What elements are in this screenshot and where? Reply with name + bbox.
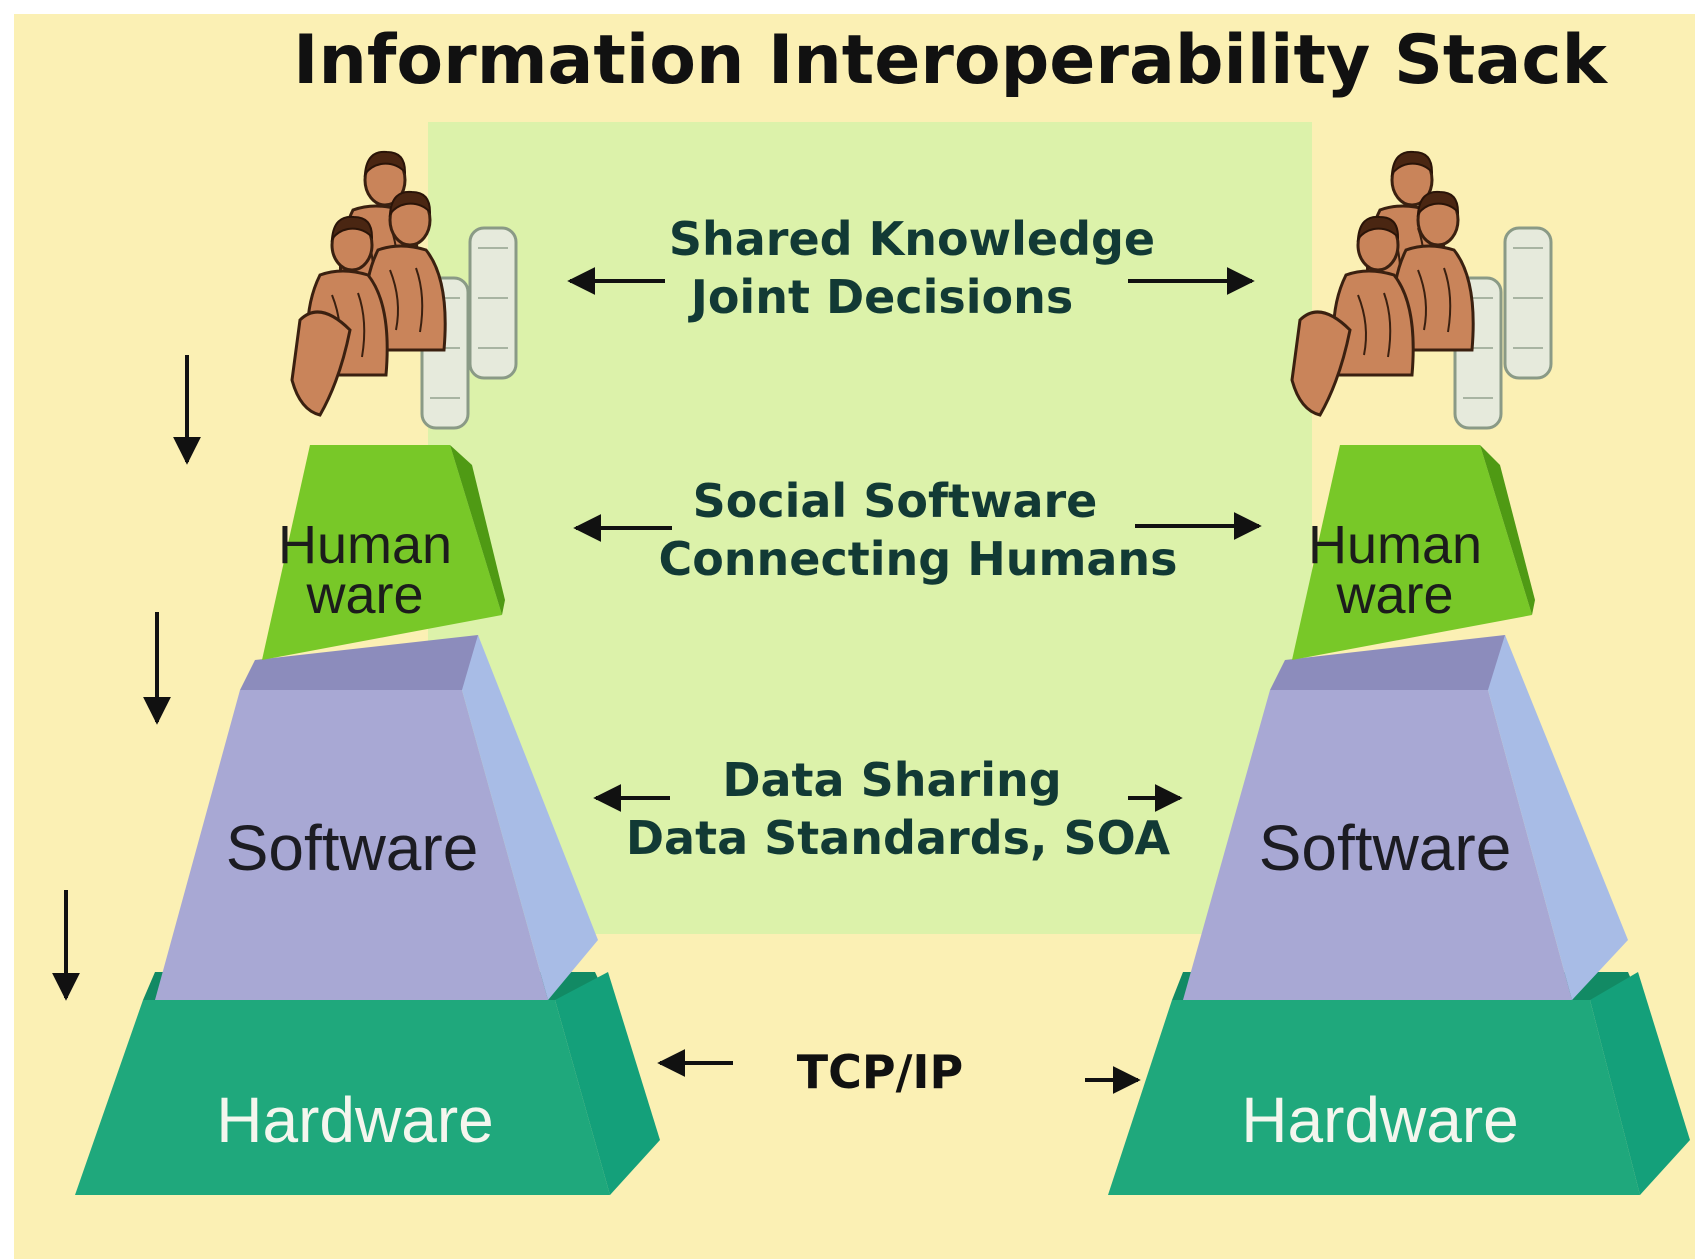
left-humanware-label-line1: Human: [278, 515, 452, 575]
right-hardware-layer: Hardware: [1108, 972, 1690, 1195]
right-humanware-label-line1: Human: [1308, 515, 1482, 575]
social-label-line1: Social Software: [693, 474, 1098, 528]
left-software-label: Software: [226, 812, 479, 884]
right-people-icon: [1290, 150, 1553, 430]
left-humanware-layer: Human ware: [262, 445, 505, 660]
left-hardware-layer: Hardware: [75, 972, 660, 1195]
data-label-line2: Data Standards, SOA: [626, 811, 1171, 865]
right-humanware-layer: Human ware: [1292, 445, 1535, 660]
interop-level-knowledge: Shared Knowledge Joint Decisions: [567, 212, 1255, 324]
left-stack: Hardware Software Human ware: [52, 150, 660, 1195]
right-software-layer: Software: [1183, 635, 1628, 1000]
page-title: Information Interoperability Stack: [293, 21, 1608, 100]
interop-level-network: TCP/IP: [657, 1045, 1141, 1099]
left-people-icon: [290, 150, 518, 430]
left-humanware-label-line2: ware: [305, 565, 423, 625]
right-stack: Hardware Software Human ware: [1108, 150, 1690, 1195]
left-hardware-label: Hardware: [216, 1084, 493, 1156]
left-software-layer: Software: [155, 635, 598, 1000]
data-label-line1: Data Sharing: [722, 753, 1061, 807]
network-label: TCP/IP: [797, 1045, 963, 1099]
social-label-line2: Connecting Humans: [658, 532, 1177, 586]
right-software-label: Software: [1259, 812, 1512, 884]
interop-level-data: Data Sharing Data Standards, SOA: [593, 753, 1183, 865]
right-humanware-label-line2: ware: [1335, 565, 1453, 625]
knowledge-label-line1: Shared Knowledge: [669, 212, 1155, 266]
right-hardware-label: Hardware: [1241, 1084, 1518, 1156]
interop-level-social: Social Software Connecting Humans: [573, 474, 1262, 586]
knowledge-label-line2: Joint Decisions: [688, 270, 1074, 324]
